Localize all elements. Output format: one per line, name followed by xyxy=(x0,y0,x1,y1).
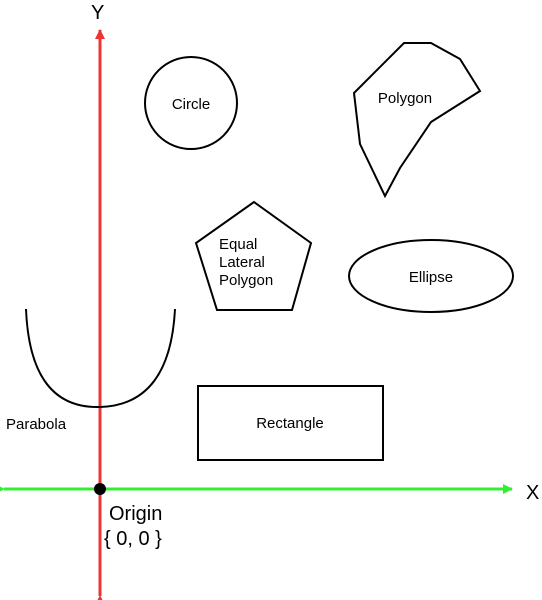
equal-lateral-polygon-label-line-2: Lateral xyxy=(219,254,265,271)
origin-label: Origin xyxy=(109,503,162,525)
polygon-label: Polygon xyxy=(378,90,432,107)
parabola-shape xyxy=(25,308,176,409)
equal-lateral-polygon-label-line-3: Polygon xyxy=(219,272,273,289)
equal-lateral-polygon-shape xyxy=(194,200,313,311)
x-axis-label: X xyxy=(526,482,539,504)
origin-coords: { 0, 0 } xyxy=(104,528,162,550)
circle-shape xyxy=(144,56,238,150)
rectangle-label: Rectangle xyxy=(256,415,324,432)
parabola-label: Parabola xyxy=(6,416,67,433)
circle-label: Circle xyxy=(172,96,210,113)
equal-lateral-polygon-label-line-1: Equal xyxy=(219,236,257,253)
ellipse-shape xyxy=(348,239,514,313)
y-axis-label: Y xyxy=(91,2,104,24)
origin-point xyxy=(94,483,106,495)
rectangle-shape xyxy=(197,385,384,461)
polygon-shape xyxy=(352,42,482,199)
ellipse-label: Ellipse xyxy=(409,269,453,286)
